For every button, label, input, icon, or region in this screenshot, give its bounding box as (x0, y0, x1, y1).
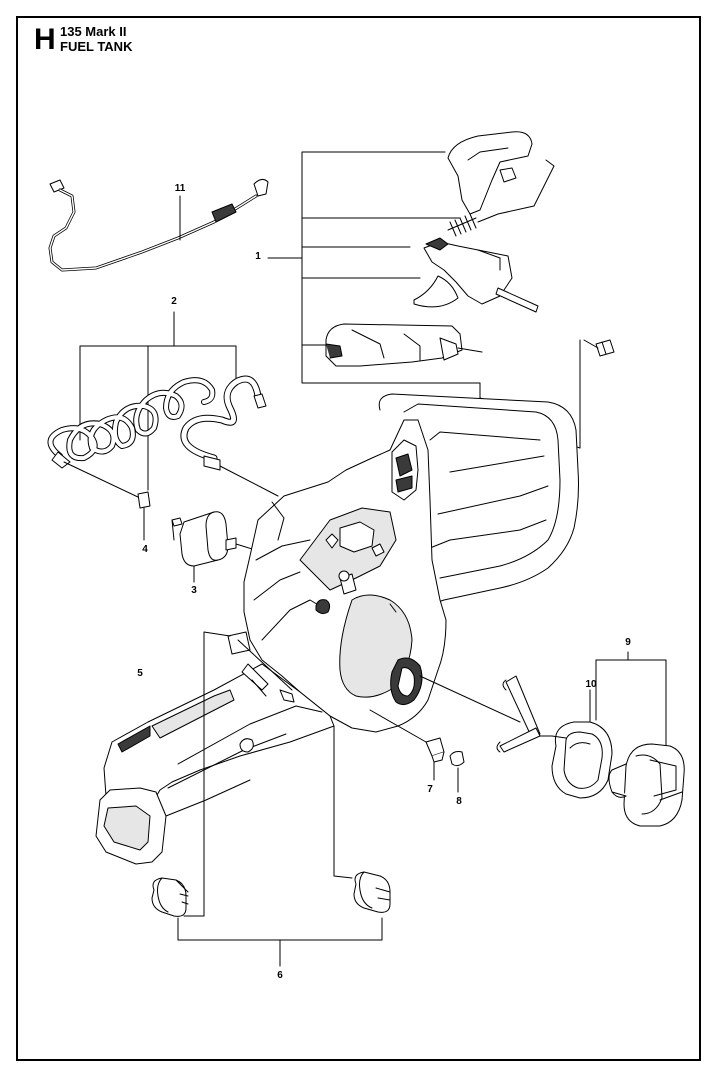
throttle-spring[interactable] (447, 213, 477, 237)
callout-1: 1 (255, 251, 261, 262)
fuel-tank-body[interactable] (243, 393, 579, 733)
callout-10: 10 (585, 679, 597, 690)
callout-11: 11 (174, 183, 186, 194)
model-name: 135 Mark II (60, 24, 127, 39)
callout-7: 7 (427, 784, 433, 795)
callout-6: 6 (277, 970, 283, 981)
rubber-bushing-right[interactable] (353, 871, 391, 913)
page-frame (16, 16, 701, 1061)
callout-5: 5 (137, 668, 143, 679)
anti-vibration-base[interactable] (95, 631, 335, 865)
diagram-title: FUEL TANK (60, 39, 133, 54)
cap-retainer-strap[interactable] (419, 675, 567, 753)
fuel-cap[interactable] (595, 651, 685, 827)
fuel-hose-set[interactable] (47, 311, 279, 499)
plug-part[interactable] (449, 751, 465, 793)
valve-part[interactable] (369, 709, 445, 781)
callout-3: 3 (191, 585, 197, 596)
cap-seal-ring[interactable] (551, 689, 613, 799)
callout-8: 8 (456, 796, 462, 807)
rubber-bushing-left[interactable] (151, 877, 189, 917)
throttle-assembly[interactable] (267, 131, 555, 411)
bushing-bracket (177, 917, 383, 941)
callout-4: 4 (142, 544, 148, 555)
callout-9: 9 (625, 637, 631, 648)
fuel-return-line[interactable] (48, 178, 269, 272)
section-letter: H (34, 23, 56, 56)
fuel-filter[interactable] (171, 511, 263, 583)
callout-2: 2 (171, 296, 177, 307)
hose-nipple[interactable] (137, 491, 151, 541)
